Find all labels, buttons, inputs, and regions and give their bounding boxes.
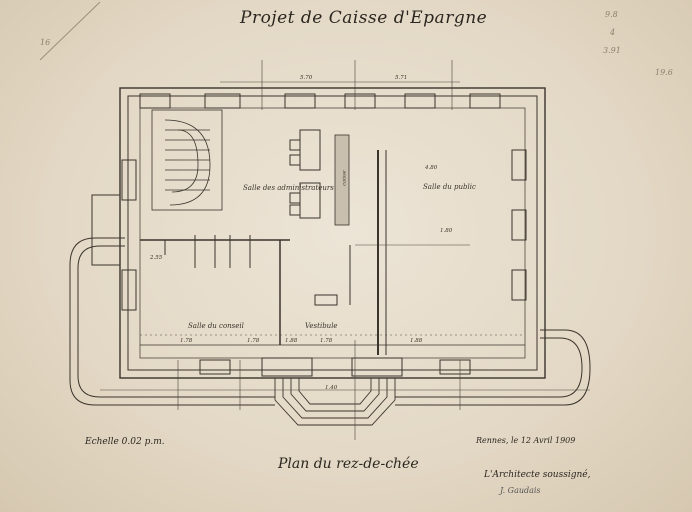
pencil-stroke	[39, 1, 101, 61]
scale-note: Echelle 0.02 p.m.	[85, 437, 165, 447]
dim-public-2: 1.80	[440, 228, 453, 234]
vault	[334, 134, 350, 226]
dim-top-right: 5.71	[395, 75, 408, 81]
pencil-note: 4	[610, 28, 616, 37]
staircase	[151, 109, 223, 211]
plan-subtitle: Plan du rez-de-chée	[278, 456, 419, 472]
pencil-note: 3.91	[603, 46, 621, 55]
room-council: Salle du conseil	[188, 322, 244, 330]
dim-top-left: 5.70	[300, 75, 313, 81]
outer-wall	[119, 87, 546, 379]
room-vestibule: Vestibule	[305, 322, 338, 330]
entrance-steps	[274, 378, 396, 426]
right-terrace	[395, 329, 591, 406]
pencil-note: 9.8	[605, 10, 618, 19]
pencil-note: 16	[40, 38, 51, 47]
signature: J. Gaudais	[500, 486, 541, 495]
dim-bottom-5: 1.88	[410, 338, 423, 344]
architect-caption: L'Architecte soussigné,	[484, 470, 591, 480]
dim-bottom-4: 1.78	[320, 338, 333, 344]
left-terrace	[69, 237, 275, 406]
side-entrance	[91, 194, 121, 266]
dim-left: 2.55	[150, 255, 163, 261]
dim-bottom-3: 1.88	[285, 338, 298, 344]
dim-entry: 1.40	[325, 385, 338, 391]
pencil-note: 19.6	[655, 68, 673, 77]
room-public: Salle du public	[423, 183, 476, 191]
room-vault: caisse	[341, 170, 348, 186]
dim-public-1: 4.80	[425, 165, 438, 171]
drawing-title: Projet de Caisse d'Epargne	[240, 8, 488, 28]
dim-bottom-2: 1.78	[247, 338, 260, 344]
dim-bottom-1: 1.78	[180, 338, 193, 344]
date-place: Rennes, le 12 Avril 1909	[476, 436, 576, 445]
room-administrators: Salle des administrateurs	[243, 184, 334, 192]
